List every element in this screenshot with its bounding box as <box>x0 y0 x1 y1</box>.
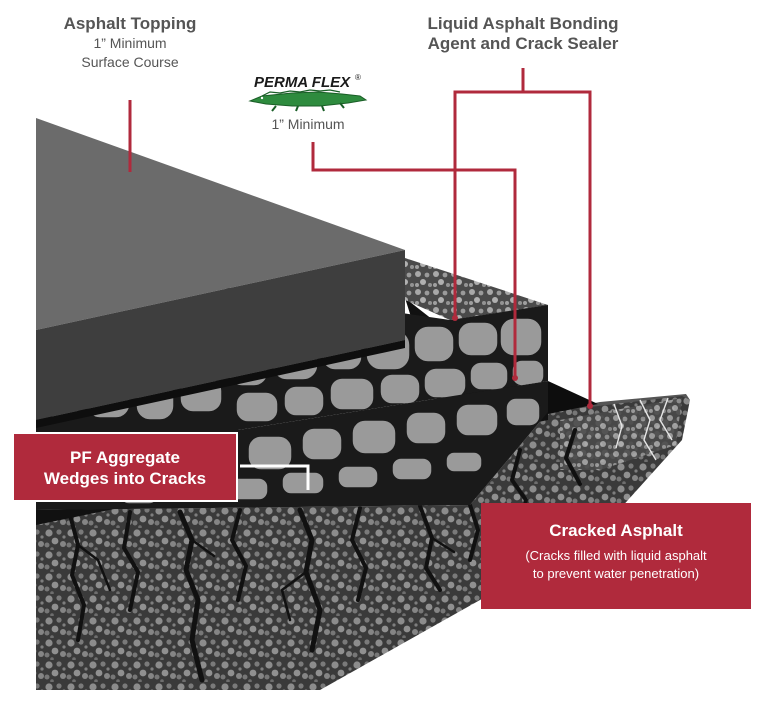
leader-bonding-agent <box>453 68 525 318</box>
permaflex-logo: PERMA FLEX ® <box>248 73 368 112</box>
aggregate-callout-line <box>240 464 310 490</box>
alligator-icon <box>248 89 368 112</box>
permaflex-caption: 1” Minimum <box>248 115 368 134</box>
cracked-asphalt-callout-box: Cracked Asphalt (Cracks filled with liqu… <box>481 503 751 609</box>
aggregate-callout-box: PF Aggregate Wedges into Cracks <box>12 432 238 502</box>
cracked-asphalt-title: Cracked Asphalt <box>549 521 683 540</box>
leader-bonding-agent-2 <box>523 90 592 406</box>
permaflex-thickness: 1” Minimum <box>271 116 345 132</box>
bonding-agent-label: Liquid Asphalt Bonding Agent and Crack S… <box>398 14 648 54</box>
aggregate-callout-line2: Wedges into Cracks <box>43 469 207 488</box>
cracked-asphalt-note-line2: to prevent water penetration) <box>532 566 700 581</box>
registered-mark: ® <box>355 73 361 82</box>
bonding-agent-title-line2: Agent and Crack Sealer <box>427 34 619 53</box>
asphalt-topping-thickness: 1” Minimum <box>93 35 167 51</box>
asphalt-topping-layer <box>36 118 405 428</box>
bonding-agent-title-line1: Liquid Asphalt Bonding <box>427 14 619 33</box>
asphalt-topping-title: Asphalt Topping <box>63 14 197 33</box>
permaflex-logo-text: PERMA FLEX <box>254 74 351 91</box>
cracked-asphalt-note-line1: (Cracks filled with liquid asphalt <box>525 548 707 563</box>
leader-lines <box>128 68 593 409</box>
leader-permaflex <box>311 142 517 378</box>
aggregate-callout-line1: PF Aggregate <box>70 448 180 467</box>
asphalt-topping-label: Asphalt Topping 1” Minimum Surface Cours… <box>40 14 220 72</box>
asphalt-topping-course: Surface Course <box>81 54 179 70</box>
